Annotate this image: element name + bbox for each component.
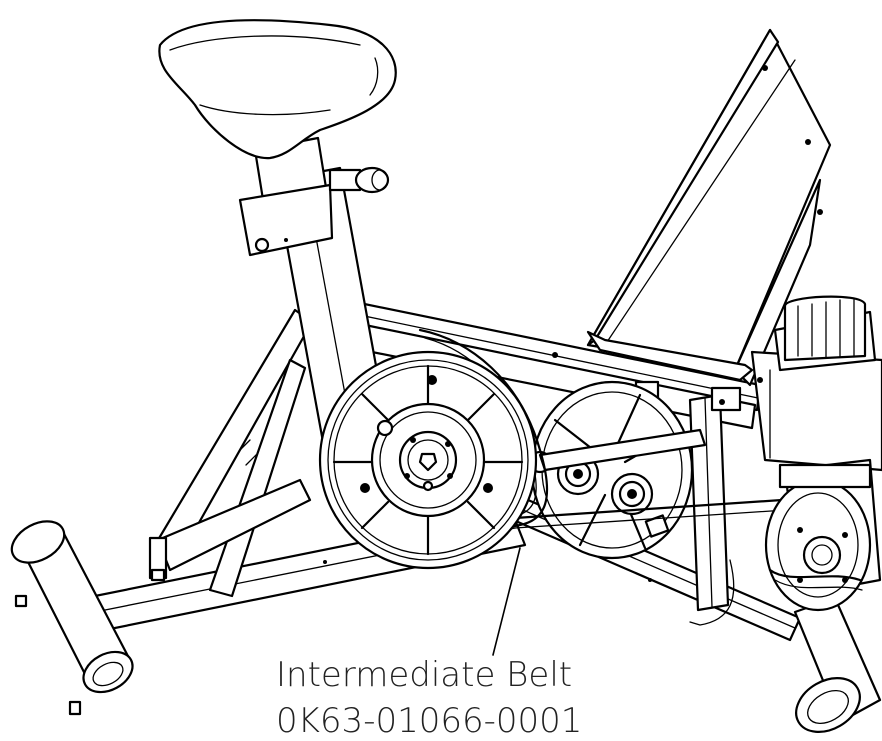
left-foot-roller bbox=[10, 520, 134, 716]
left-frame-legs bbox=[148, 308, 314, 598]
callout-part-name: Intermediate Belt bbox=[276, 655, 573, 695]
main-drive-pulley bbox=[318, 350, 538, 570]
rear-post bbox=[688, 393, 735, 626]
back-pad bbox=[586, 28, 832, 387]
callout-leader-line bbox=[492, 547, 521, 656]
saddle bbox=[158, 19, 397, 160]
resistance-housing bbox=[710, 295, 882, 472]
callout-part-number: 0K63-01066-0001 bbox=[276, 701, 583, 741]
intermediate-belt bbox=[418, 328, 787, 547]
flywheel-housing bbox=[530, 380, 694, 560]
right-foot-roller bbox=[793, 596, 882, 733]
generator-motor bbox=[764, 458, 882, 612]
